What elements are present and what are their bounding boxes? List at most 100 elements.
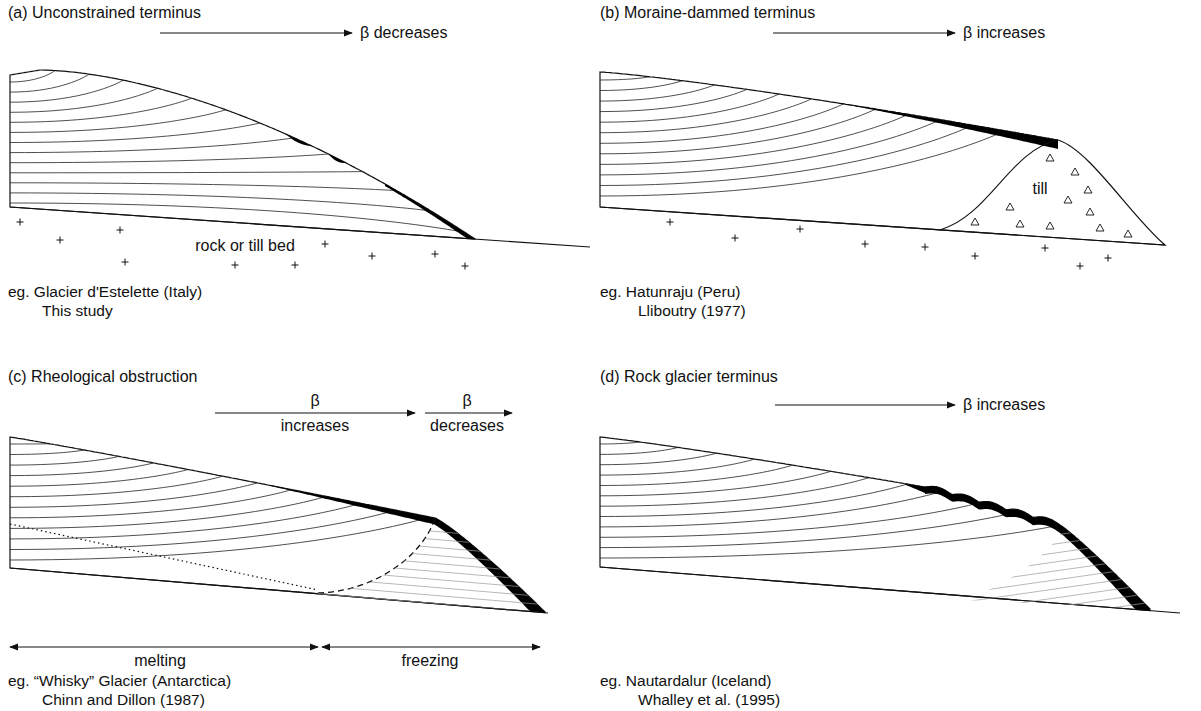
bed-label: rock or till bed [195,237,295,255]
flow-line [600,104,844,143]
zone-arrow [322,646,540,647]
flow-line [10,154,328,163]
bedrock-cross [432,251,439,258]
stratum-line [950,583,1160,613]
flow-line [10,71,55,82]
bedrock-cross [17,219,24,226]
flow-line [600,131,1005,196]
stratum-line [950,610,1160,640]
glacier-outline [10,70,475,239]
stratum-line [300,608,560,630]
bedrock-cross [1105,255,1112,262]
flow-line [10,443,50,444]
bedrock-cross [862,241,869,248]
panel-title: (d) Rock glacier terminus [600,368,778,386]
stratum-line [950,520,1160,550]
beta-arrow [215,412,415,413]
source-label: This study [42,302,113,320]
source-label: Chinn and Dillon (1987) [42,691,205,709]
bedrock-cross [57,237,64,244]
flow-line [600,502,984,538]
flow-line [600,109,876,154]
till-clast [1046,222,1054,229]
debris-band [830,102,1058,149]
flow-line [10,456,119,465]
stratum-line [950,619,1160,649]
debris-band [385,184,474,239]
flow-line [10,490,292,518]
till-clast [1046,154,1054,161]
beta-symbol: β [462,392,471,410]
zone-label: melting [134,652,186,670]
beta-symbol: β [310,392,319,410]
example-label: eg. Hatunraju (Peru) [600,283,740,301]
stratum-line [950,556,1160,586]
bedrock-cross [922,244,929,251]
panel-title: (c) Rheological obstruction [8,368,197,386]
flow-line [10,88,158,112]
stratum-line [950,601,1160,631]
dotted-boundary [10,524,318,590]
till-boundary [940,140,1058,230]
bedrock-cross [797,226,804,233]
bedrock-cross [232,262,239,269]
stratum-line [300,600,560,622]
bedrock-cross [732,235,739,242]
flow-line [600,471,831,496]
panel-title: (a) Unconstrained terminus [8,4,201,22]
debris-band [328,154,346,163]
flow-line [10,463,154,476]
flow-line [10,476,223,497]
till-clast [971,218,979,225]
bedrock-cross [122,259,129,266]
flow-line [10,80,123,102]
till-clast [1084,186,1092,193]
source-label: Whalley et al. (1995) [638,691,780,709]
debris-band [285,134,312,146]
flow-line [10,172,363,173]
bedrock-cross [1042,245,1049,252]
stratum-line [950,529,1160,559]
flow-line [600,478,869,507]
debris-band [1060,525,1150,611]
example-label: eg. Glacier d'Estelette (Italy) [8,283,202,301]
bedrock-cross [972,253,979,260]
flow-line [10,483,257,507]
flow-line [10,450,85,455]
flow-line [600,99,811,133]
bedrock-cross [369,253,376,260]
flow-line [10,203,465,232]
glacier-outline [10,437,545,613]
beta-label: β decreases [360,24,447,42]
flow-line [600,459,755,475]
flow-line [10,110,226,133]
bed-line [600,567,1180,613]
beta-label: increases [281,417,349,435]
flow-line [600,114,908,164]
flow-line [600,465,793,485]
till-label: till [1032,180,1047,198]
frozen-strata [300,520,560,638]
debris-band [925,486,1060,533]
till-clast [1071,168,1079,175]
stratum-line [950,547,1160,577]
flow-line [600,85,715,101]
till-clast [1124,230,1132,237]
till-clast [1064,196,1072,203]
flow-line [600,525,1060,558]
debris-band [905,484,925,493]
till-clast [1016,220,1024,227]
flow-line [600,125,973,185]
flow-line [10,138,294,153]
beta-arrow [773,32,955,33]
bedrock-cross [1077,263,1084,270]
till-clast [1096,224,1104,231]
stratum-line [950,628,1160,658]
glacier-outline [600,72,1165,245]
zone-label: freezing [402,652,459,670]
flow-line [600,89,747,111]
debris-band [270,485,435,524]
flow-line [10,503,361,539]
flow-line [600,490,946,527]
